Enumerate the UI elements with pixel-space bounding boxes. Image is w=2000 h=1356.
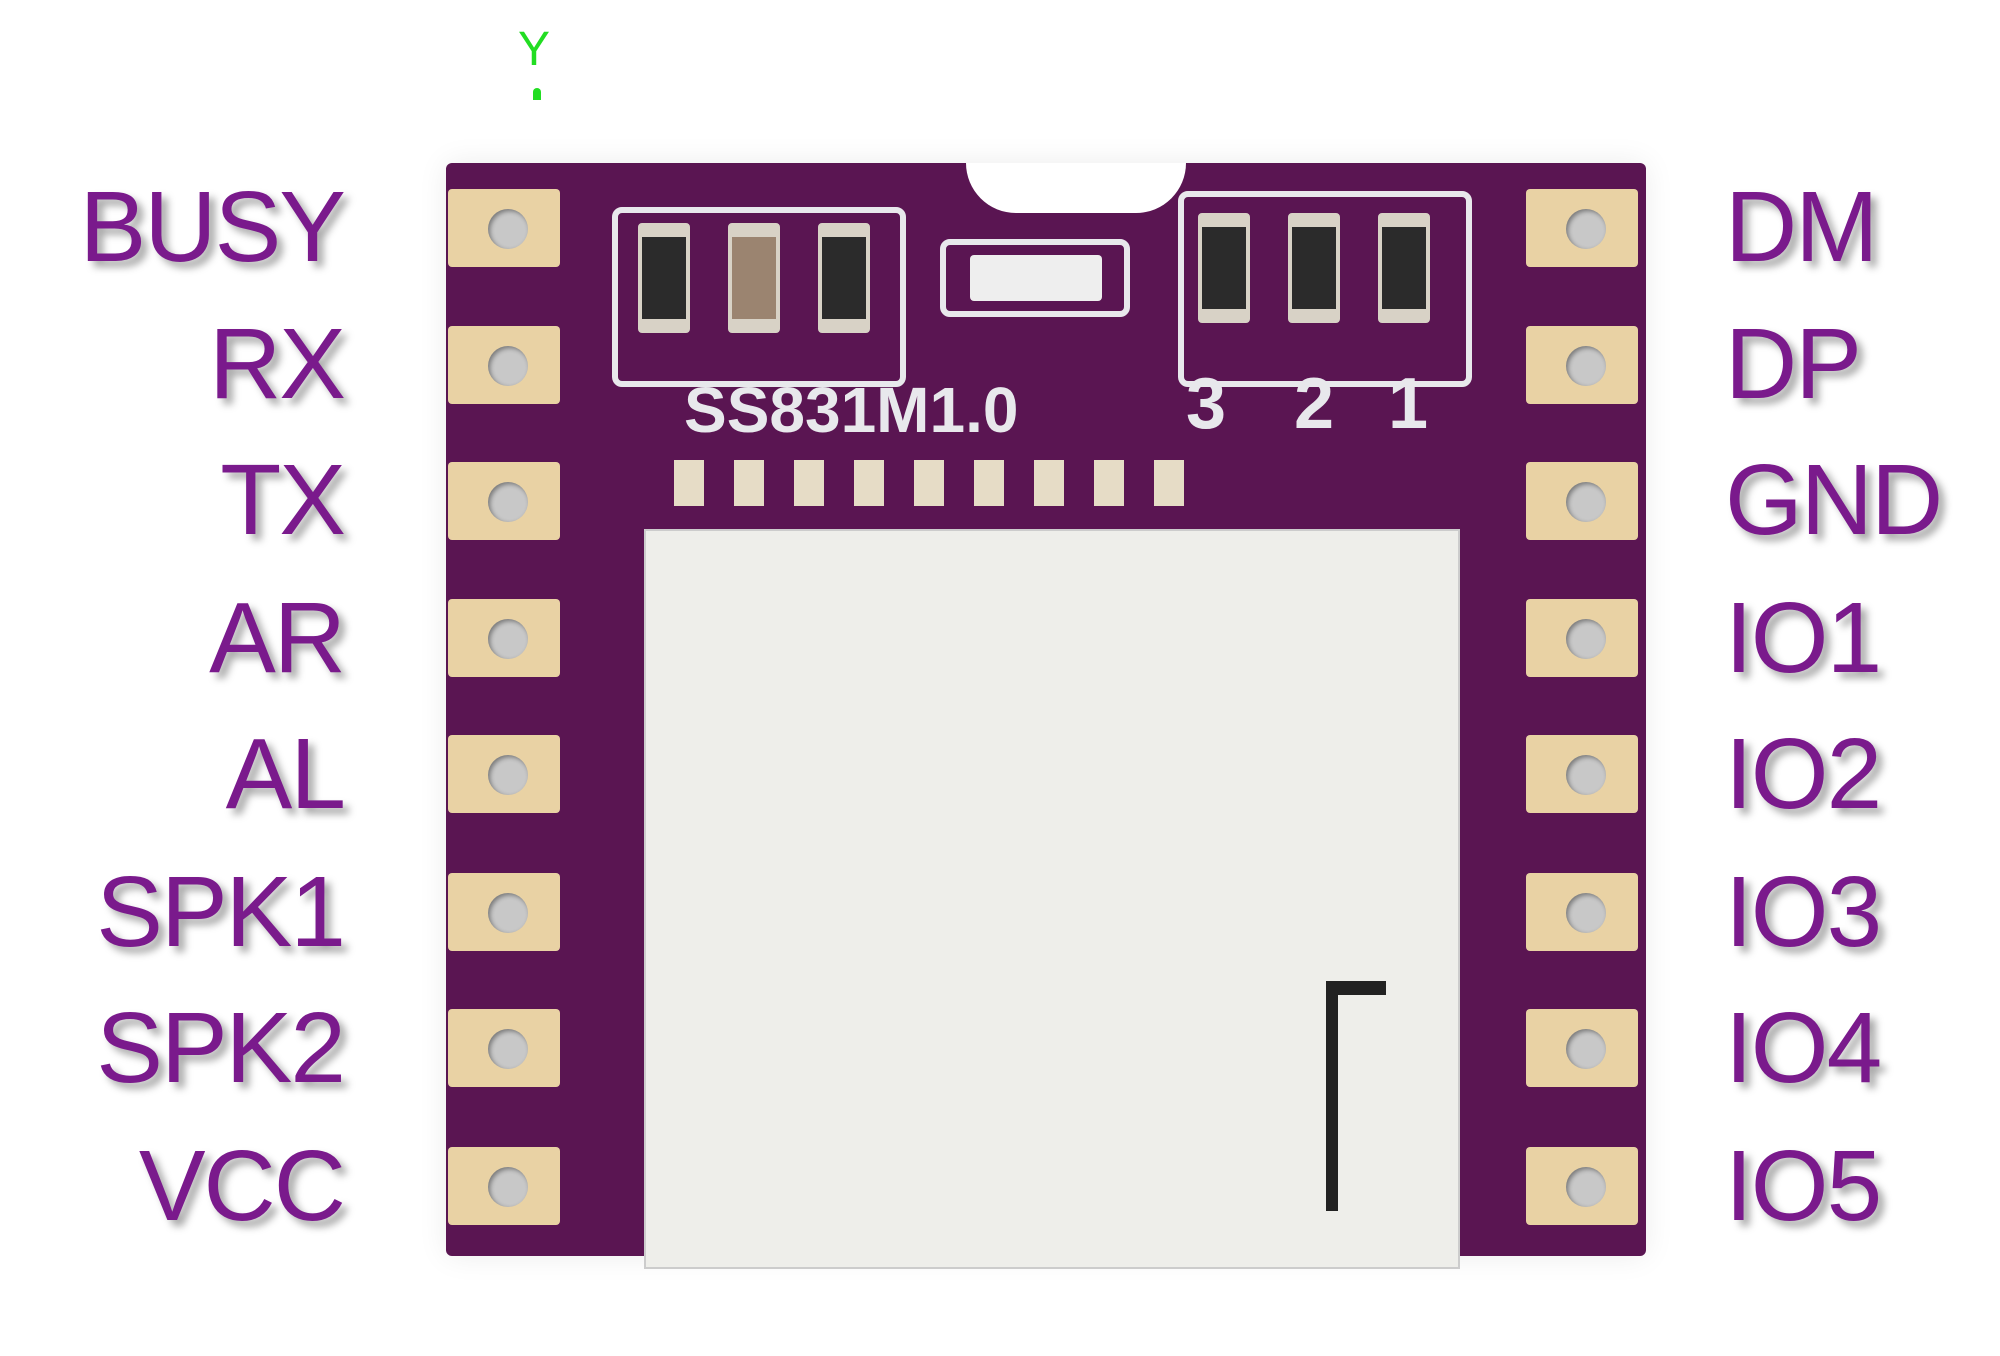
pin-label-al: AL <box>225 718 346 830</box>
pin-label-busy: BUSY <box>79 171 346 283</box>
silk-box-led <box>940 239 1130 317</box>
pad-right <box>1526 462 1638 540</box>
silk-box-right <box>1178 191 1472 387</box>
sd-contact <box>914 460 944 506</box>
led <box>970 255 1102 301</box>
pin-label-dm: DM <box>1725 171 1879 283</box>
board-model-label: SS831M1.0 <box>684 374 1019 446</box>
pin-label-spk2: SPK2 <box>96 992 346 1104</box>
board-notch <box>966 163 1186 213</box>
resistor <box>1288 213 1340 323</box>
pin-label-io3: IO3 <box>1725 856 1882 968</box>
pad-right <box>1526 1009 1638 1087</box>
pin-label-rx: RX <box>209 308 346 420</box>
pin-label-vcc: VCC <box>138 1130 346 1242</box>
pad-left <box>448 599 560 677</box>
axis-dot <box>533 88 541 100</box>
sd-contact <box>974 460 1004 506</box>
card-detect-spring <box>1326 981 1386 1211</box>
pad-left <box>448 462 560 540</box>
pad-right <box>1526 599 1638 677</box>
pad-right <box>1526 873 1638 951</box>
pad-right <box>1526 1147 1638 1225</box>
sd-contact <box>794 460 824 506</box>
pad-right <box>1526 189 1638 267</box>
board-number-2: 2 <box>1294 364 1335 444</box>
pad-left <box>448 326 560 404</box>
sd-contact <box>854 460 884 506</box>
resistor <box>1378 213 1430 323</box>
pin-label-io4: IO4 <box>1725 992 1882 1104</box>
pin-label-io1: IO1 <box>1725 582 1882 694</box>
pad-left <box>448 1147 560 1225</box>
pin-label-dp: DP <box>1725 308 1862 420</box>
pin-label-io5: IO5 <box>1725 1130 1882 1242</box>
pin-label-ar: AR <box>209 582 346 694</box>
pad-left <box>448 1009 560 1087</box>
board-number-1: 1 <box>1388 364 1429 444</box>
sd-contact <box>1154 460 1184 506</box>
sd-contact <box>674 460 704 506</box>
pad-left <box>448 735 560 813</box>
capacitor <box>728 223 780 333</box>
resistor <box>818 223 870 333</box>
resistor <box>1198 213 1250 323</box>
pcb-module: SS831M1.0 3 2 1 <box>446 163 1646 1269</box>
pin-label-spk1: SPK1 <box>96 856 346 968</box>
sd-contact <box>734 460 764 506</box>
sd-contact <box>1094 460 1124 506</box>
microsd-slot <box>644 529 1460 1269</box>
pad-left <box>448 189 560 267</box>
board-number-3: 3 <box>1186 364 1227 444</box>
y-axis-marker: Y <box>518 23 551 76</box>
pin-label-tx: TX <box>220 444 346 556</box>
pad-right <box>1526 735 1638 813</box>
pad-right <box>1526 326 1638 404</box>
pin-label-gnd: GND <box>1725 444 1943 556</box>
pad-left <box>448 873 560 951</box>
silk-box-left <box>612 207 906 387</box>
resistor <box>638 223 690 333</box>
pin-label-io2: IO2 <box>1725 718 1882 830</box>
sd-contact <box>1034 460 1064 506</box>
